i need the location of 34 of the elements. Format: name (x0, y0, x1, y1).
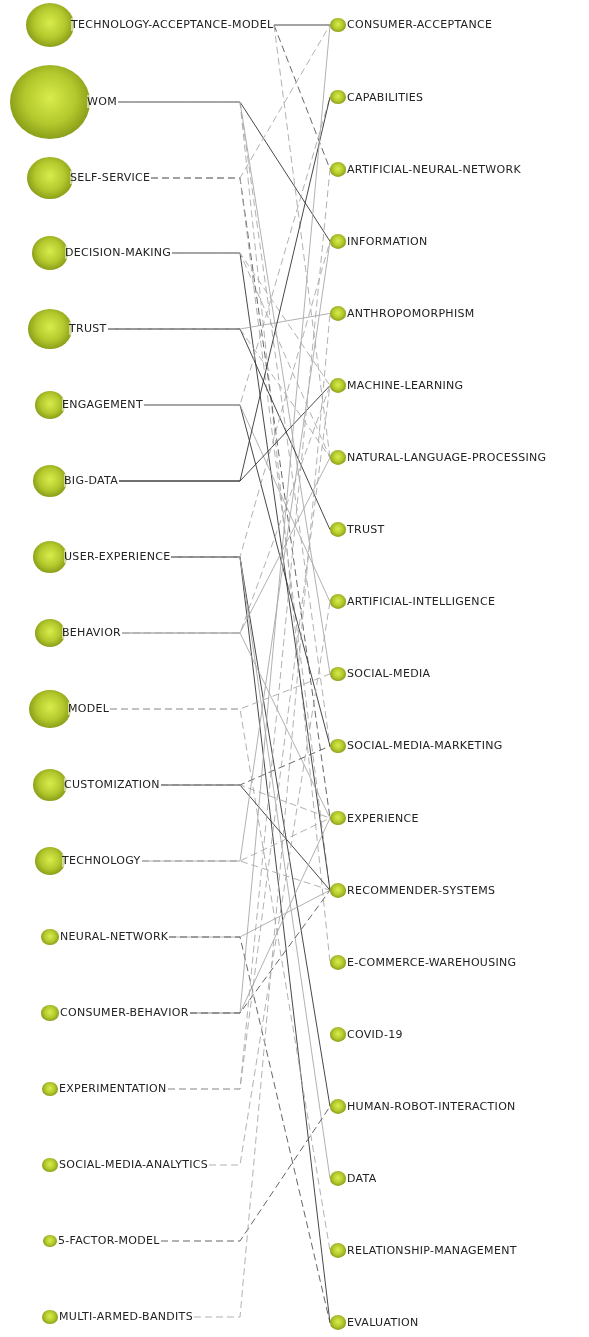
connector-line (189, 889, 331, 1014)
keyword-label: EXPERIENCE (347, 811, 419, 825)
keyword-label: RECOMMENDER-SYSTEMS (347, 883, 496, 897)
connector-line (109, 673, 331, 710)
keyword-label: ENGAGEMENT (62, 398, 143, 412)
keyword-label: COVID-19 (347, 1027, 403, 1041)
keyword-label: HUMAN-ROBOT-INTERACTION (347, 1100, 516, 1113)
keyword-label: USER-EXPERIENCE (64, 550, 171, 564)
keyword-label: SELF-SERVICE (70, 171, 151, 185)
keyword-label: E-COMMERCE-WAREHOUSING (347, 955, 517, 969)
keyword-label: CAPABILITIES (347, 90, 424, 104)
keyword-label: WOM (87, 95, 117, 109)
keyword-label: CUSTOMIZATION (64, 778, 160, 792)
connector-line (193, 312, 331, 1318)
connector-line (141, 240, 331, 862)
keyword-label: DECISION-MAKING (65, 246, 172, 260)
keyword-label: TECHNOLOGY (62, 854, 141, 868)
connector-line (273, 24, 331, 26)
keyword-label: ANTHROPOMORPHISM (347, 306, 475, 320)
connector-line (168, 936, 331, 1324)
keyword-label: MODEL (68, 702, 110, 716)
keyword-label: TECHNOLOGY-ACCEPTANCE-MODEL (71, 18, 274, 32)
keyword-label: MACHINE-LEARNING (347, 379, 464, 392)
keyword-label: TRUST (69, 322, 107, 336)
connector-line (107, 328, 331, 459)
connector-line (171, 252, 331, 459)
connector-line (160, 1106, 331, 1242)
connector-line (208, 601, 331, 1166)
keyword-label: BEHAVIOR (62, 626, 122, 640)
keyword-label: ARTIFICIAL-NEURAL-NETWORK (347, 162, 521, 176)
keyword-label: INFORMATION (347, 234, 428, 248)
connector-line (118, 385, 331, 482)
connector-line (121, 385, 331, 634)
keyword-label: BIG-DATA (64, 474, 119, 488)
